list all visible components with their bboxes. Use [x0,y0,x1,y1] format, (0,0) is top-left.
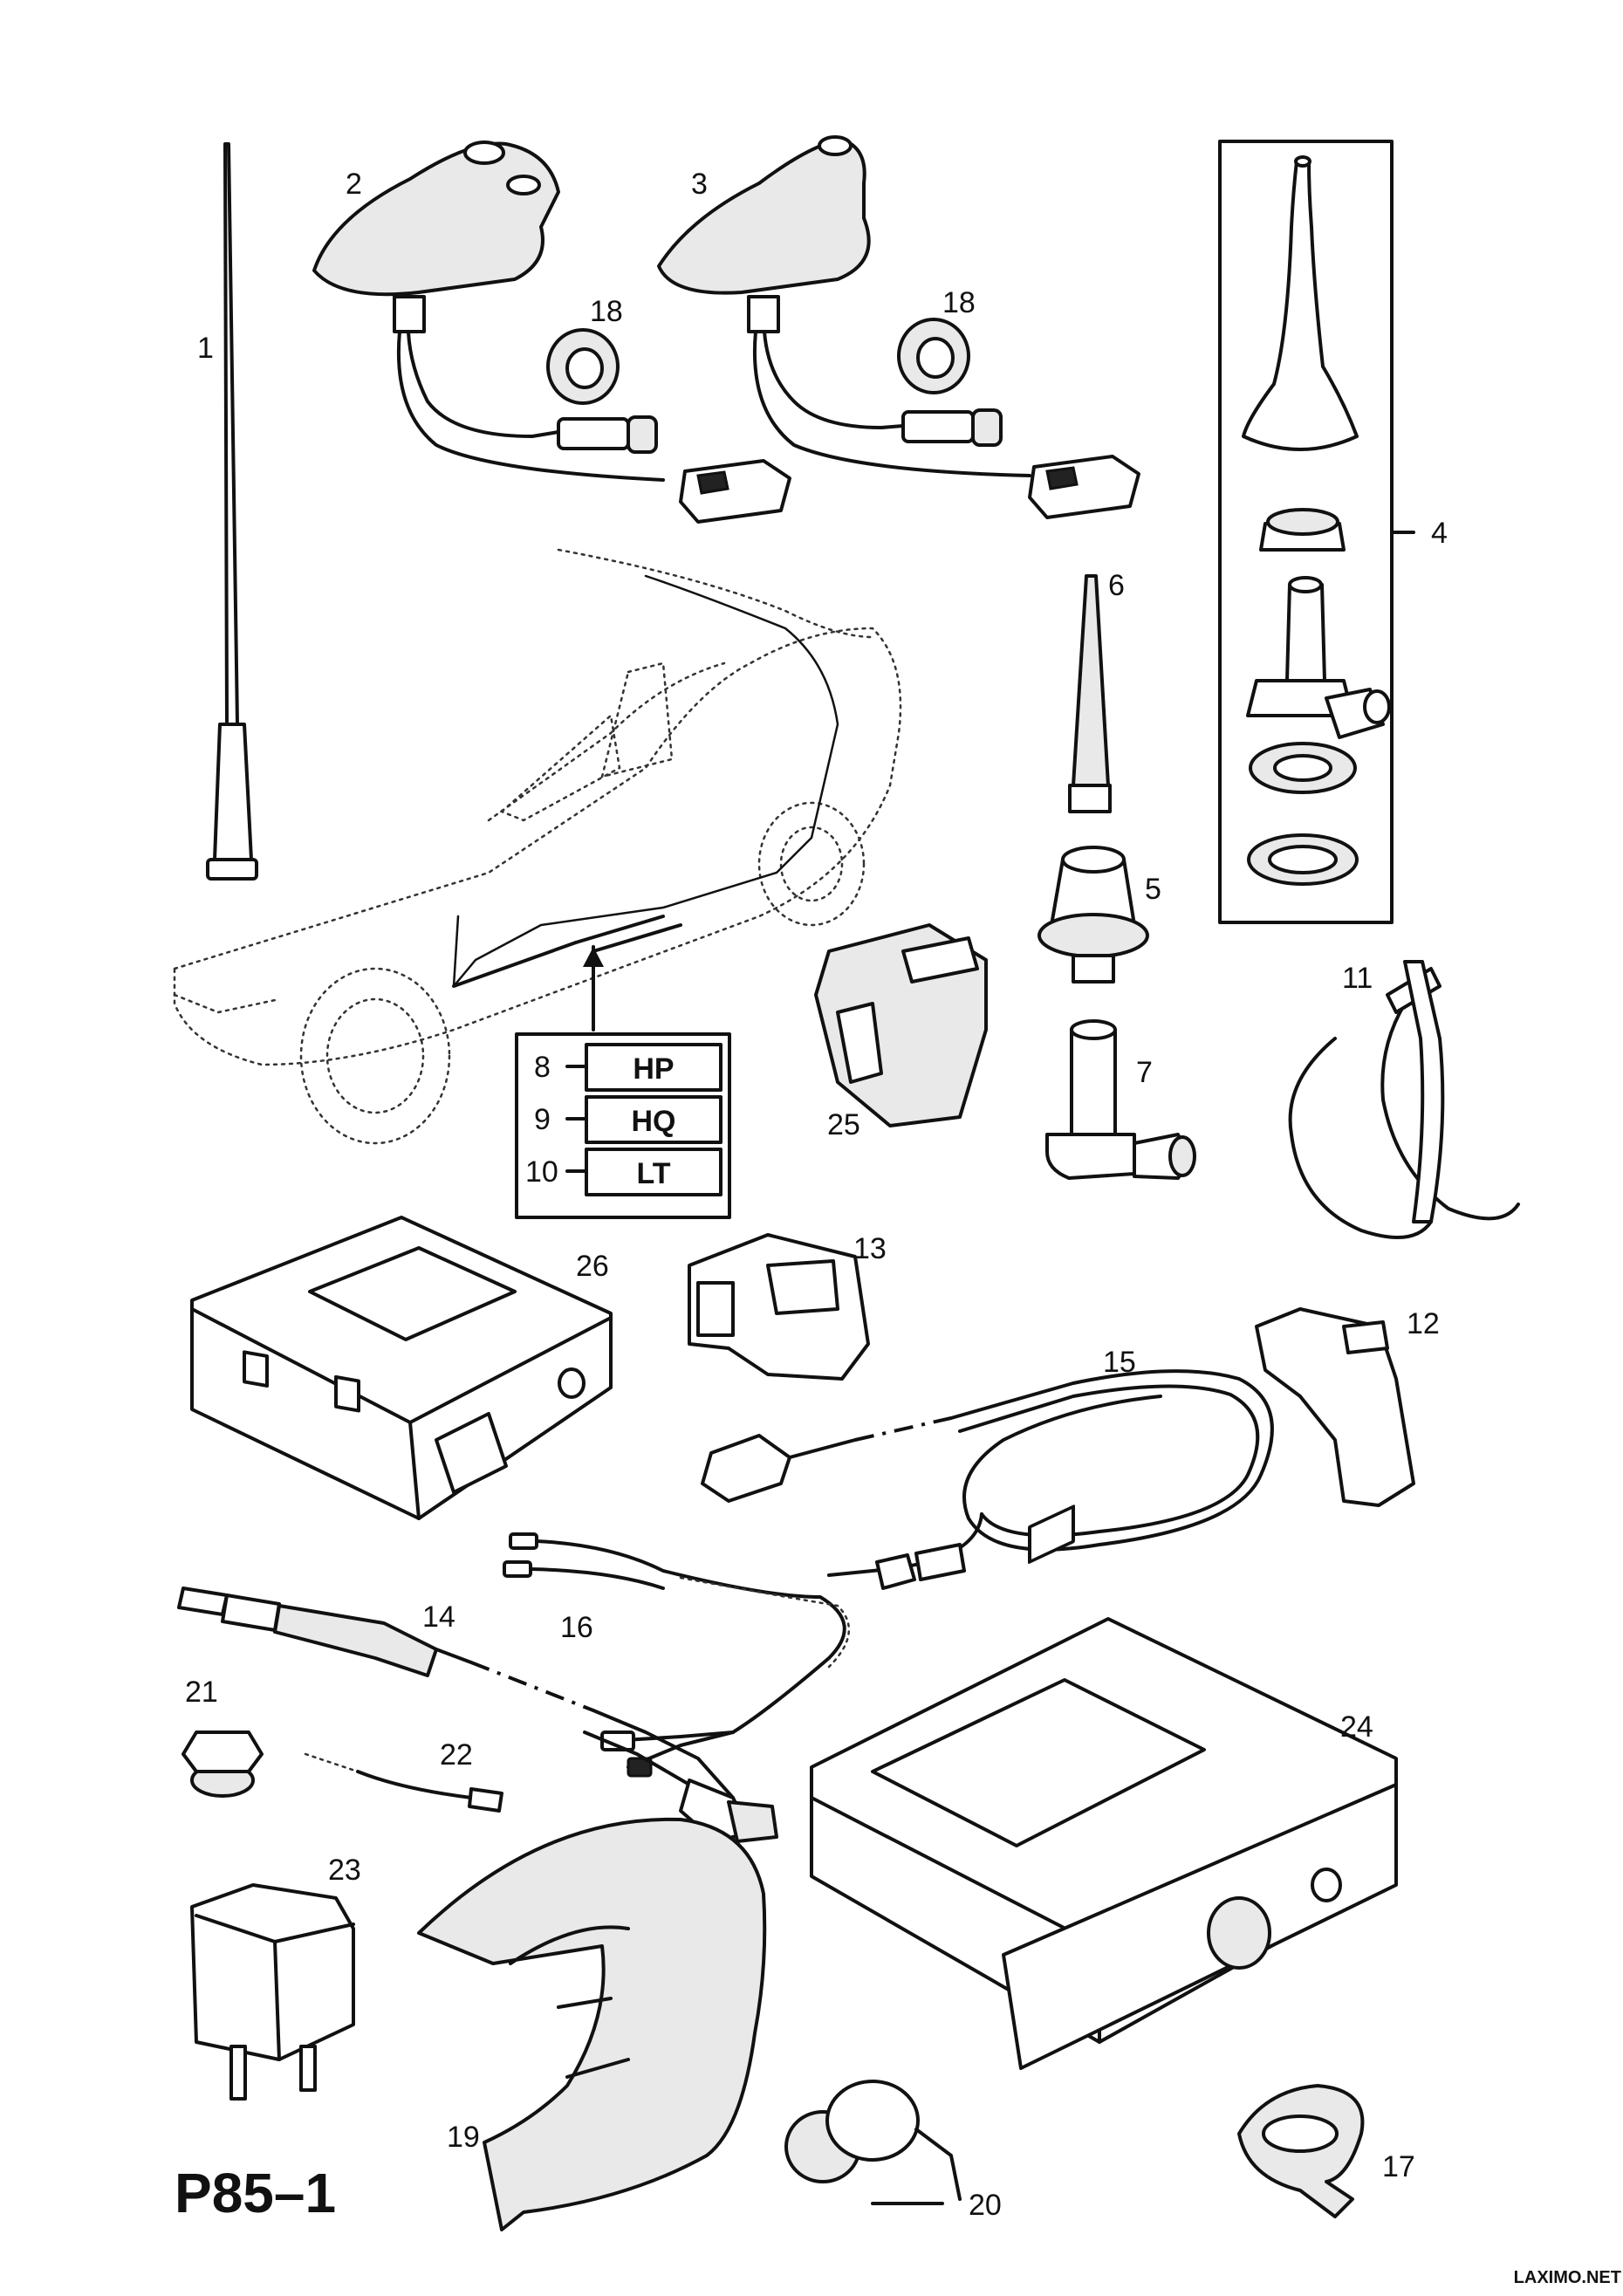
callout-1: 1 [197,332,214,365]
part-2-roof-antenna-base[interactable] [312,141,791,524]
part-18-nut-left[interactable] [546,328,620,405]
variant-code-hp: HP [633,1052,674,1086]
part-18-nut-right[interactable] [897,318,970,394]
callout-25: 25 [827,1108,860,1141]
callout-18-right: 18 [942,286,976,319]
callout-20: 20 [969,2189,1002,2222]
part-22-short-lead[interactable] [304,1752,503,1813]
part-26-control-unit[interactable] [190,1216,613,1520]
part-6-stub-antenna[interactable] [1068,574,1112,813]
variant-code-hq: HQ [632,1105,676,1138]
callout-7: 7 [1136,1056,1153,1089]
part-23-relay[interactable] [190,1883,355,2101]
part-19-trim-cover[interactable] [417,1817,767,2231]
callout-13: 13 [853,1232,887,1265]
part-13-bracket[interactable] [688,1233,870,1381]
callout-17: 17 [1382,2150,1415,2183]
part-3-roof-antenna-base[interactable] [657,135,1140,519]
callout-2: 2 [346,168,362,201]
variant-code-callout [515,945,731,1219]
part-7-connector[interactable] [1045,1019,1196,1180]
part-25-clip[interactable] [814,923,988,1127]
callout-15: 15 [1103,1346,1136,1379]
watermark: LAXIMO.NET [1514,2268,1621,2287]
part-21-nut[interactable] [181,1731,264,1798]
part-5-antenna-base[interactable] [1037,846,1149,984]
callout-9: 9 [534,1103,551,1136]
callout-8: 8 [534,1051,551,1084]
part-11-cable-tie[interactable] [1288,960,1520,1239]
callout-24: 24 [1340,1710,1373,1744]
variant-code-lt: LT [636,1157,670,1190]
part-14-extension-cable[interactable] [177,1587,778,1843]
part-4-antenna-kit[interactable] [1218,140,1415,924]
callout-21: 21 [185,1676,218,1709]
callout-19: 19 [447,2121,480,2154]
callout-18-left: 18 [590,295,623,328]
part-24-radio-unit[interactable] [810,1504,1398,2070]
part-16-wiring-harness[interactable] [503,1532,851,1778]
callout-5: 5 [1145,873,1161,906]
callout-23: 23 [328,1854,361,1887]
callout-6: 6 [1108,569,1125,602]
part-1-rod-antenna[interactable] [206,142,258,881]
part-20-button[interactable] [784,2080,962,2205]
callout-12: 12 [1407,1307,1440,1340]
callout-14: 14 [422,1600,455,1634]
diagram-id: P85–1 [175,2162,336,2224]
callout-4: 4 [1431,517,1448,550]
callout-26: 26 [576,1250,609,1283]
callout-11: 11 [1342,962,1373,995]
vehicle-outline [173,548,902,1145]
part-12-bracket[interactable] [1255,1307,1415,1507]
callout-10: 10 [525,1155,558,1189]
part-17-tape[interactable] [1237,2084,1365,2218]
callout-16: 16 [560,1611,593,1644]
callout-22: 22 [440,1738,473,1772]
part-15-coiled-cable[interactable] [701,1369,1274,1590]
callout-3: 3 [691,168,708,201]
